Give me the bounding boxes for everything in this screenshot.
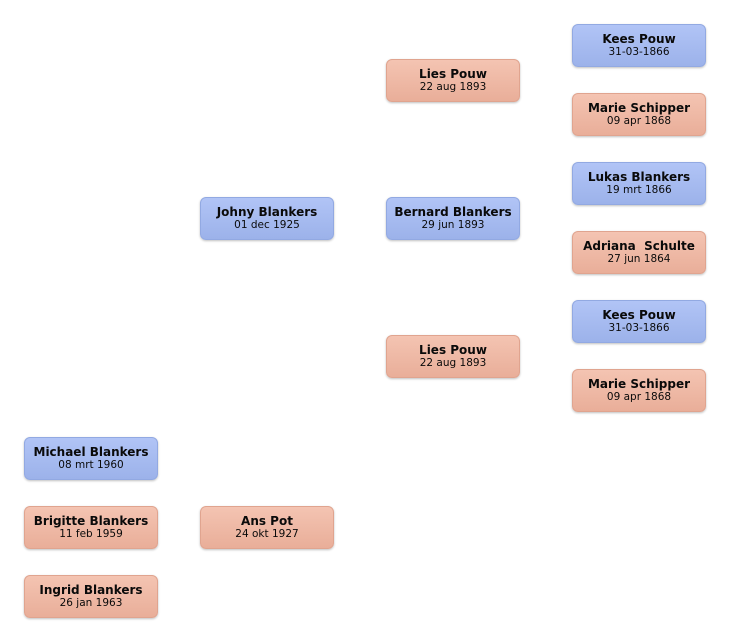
person-date: 11 feb 1959 (59, 528, 123, 540)
person-card-brigitte-blankers[interactable]: Brigitte Blankers 11 feb 1959 (24, 506, 158, 549)
person-name: Ingrid Blankers (39, 583, 143, 597)
person-name: Ans Pot (241, 514, 293, 528)
person-card-kees-pouw-2[interactable]: Kees Pouw 31-03-1866 (572, 300, 706, 343)
person-card-kees-pouw-1[interactable]: Kees Pouw 31-03-1866 (572, 24, 706, 67)
person-name: Brigitte Blankers (33, 514, 149, 528)
person-name: Kees Pouw (602, 32, 676, 46)
person-date: 01 dec 1925 (234, 219, 300, 231)
person-card-marie-schipper-1[interactable]: Marie Schipper 09 apr 1868 (572, 93, 706, 136)
person-card-lies-pouw-1[interactable]: Lies Pouw 22 aug 1893 (386, 59, 520, 102)
person-date: 09 apr 1868 (606, 115, 672, 127)
person-name: Johny Blankers (216, 205, 318, 219)
person-date: 26 jan 1963 (59, 597, 123, 609)
person-date: 29 jun 1893 (421, 219, 485, 231)
person-card-adriana-schulte[interactable]: Adriana Schulte 27 jun 1864 (572, 231, 706, 274)
person-name: Marie Schipper (587, 377, 691, 391)
person-name: Michael Blankers (33, 445, 149, 459)
person-card-ans-pot[interactable]: Ans Pot 24 okt 1927 (200, 506, 334, 549)
person-date: 22 aug 1893 (419, 81, 487, 93)
person-name: Lies Pouw (419, 343, 487, 357)
person-date: 27 jun 1864 (607, 253, 671, 265)
person-card-lukas-blankers[interactable]: Lukas Blankers 19 mrt 1866 (572, 162, 706, 205)
person-date: 24 okt 1927 (235, 528, 299, 540)
person-name: Kees Pouw (602, 308, 676, 322)
person-date: 08 mrt 1960 (58, 459, 124, 471)
person-name: Marie Schipper (587, 101, 691, 115)
person-date: 19 mrt 1866 (606, 184, 672, 196)
person-name: Bernard Blankers (394, 205, 512, 219)
person-card-johny-blankers[interactable]: Johny Blankers 01 dec 1925 (200, 197, 334, 240)
person-date: 09 apr 1868 (606, 391, 672, 403)
person-card-lies-pouw-2[interactable]: Lies Pouw 22 aug 1893 (386, 335, 520, 378)
person-name: Adriana Schulte (583, 239, 695, 253)
person-card-michael-blankers[interactable]: Michael Blankers 08 mrt 1960 (24, 437, 158, 480)
person-date: 31-03-1866 (608, 322, 670, 334)
person-name: Lukas Blankers (587, 170, 691, 184)
person-date: 22 aug 1893 (419, 357, 487, 369)
person-name: Lies Pouw (419, 67, 487, 81)
person-card-bernard-blankers[interactable]: Bernard Blankers 29 jun 1893 (386, 197, 520, 240)
person-card-ingrid-blankers[interactable]: Ingrid Blankers 26 jan 1963 (24, 575, 158, 618)
person-card-marie-schipper-2[interactable]: Marie Schipper 09 apr 1868 (572, 369, 706, 412)
person-date: 31-03-1866 (608, 46, 670, 58)
